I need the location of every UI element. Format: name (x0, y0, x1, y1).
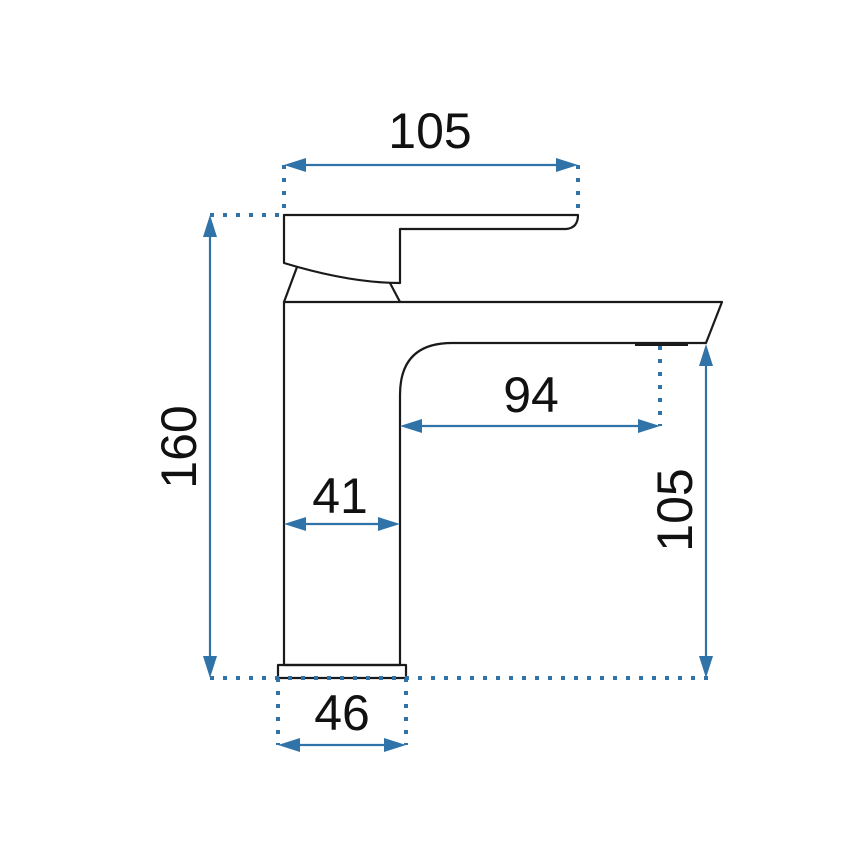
extension-lines (210, 165, 708, 745)
dimension-handle (284, 158, 578, 172)
dimension-spout-height (699, 344, 713, 678)
label-spout-reach: 94 (503, 367, 559, 423)
label-total-height: 160 (151, 405, 207, 488)
dimension-total-height (203, 215, 217, 678)
neck-outline (282, 266, 401, 303)
label-handle-length: 105 (388, 103, 471, 159)
dimension-body-width (284, 517, 400, 531)
dimension-base-width (278, 738, 406, 752)
body-spout-outline (282, 300, 724, 667)
dimension-spout-reach (400, 419, 660, 433)
label-spout-height: 105 (647, 468, 703, 551)
label-base-width: 46 (314, 685, 370, 741)
handle-outline (282, 213, 580, 285)
faucet-outline (276, 213, 724, 680)
label-body-width: 41 (312, 468, 368, 524)
